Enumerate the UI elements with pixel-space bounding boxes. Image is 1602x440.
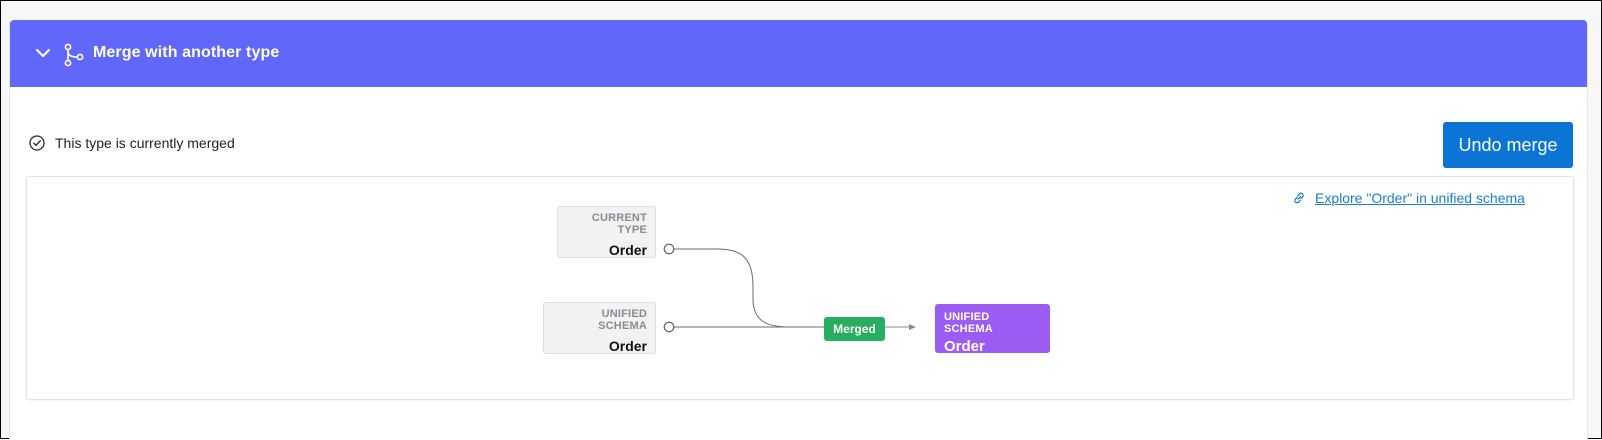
unified-schema-target-node: UNIFIED SCHEMA Order bbox=[935, 304, 1050, 355]
merge-connectors bbox=[663, 243, 916, 333]
node-value: Order bbox=[608, 242, 647, 258]
chevron-down-icon[interactable] bbox=[35, 47, 51, 59]
unified-schema-source-node: UNIFIED SCHEMA Order bbox=[543, 302, 656, 354]
node-label: UNIFIED SCHEMA bbox=[598, 308, 647, 332]
node-label: CURRENT TYPE bbox=[591, 212, 647, 236]
panel-header[interactable]: Merge with another type bbox=[10, 20, 1587, 87]
node-value: Order bbox=[944, 338, 985, 355]
node-label: UNIFIED SCHEMA bbox=[944, 311, 993, 335]
unified-schema-port bbox=[663, 321, 675, 333]
merged-badge: Merged bbox=[824, 317, 885, 341]
undo-merge-button[interactable]: Undo merge bbox=[1443, 122, 1573, 168]
link-icon bbox=[1294, 192, 1304, 204]
check-circle-icon bbox=[29, 135, 45, 151]
merge-status: This type is currently merged bbox=[29, 135, 235, 151]
status-text: This type is currently merged bbox=[55, 135, 235, 151]
explore-link-text[interactable]: Explore "Order" in unified schema bbox=[1315, 190, 1525, 206]
current-type-port bbox=[663, 243, 675, 255]
explore-unified-schema-link[interactable]: Explore "Order" in unified schema bbox=[1292, 190, 1525, 206]
merge-graph: Explore "Order" in unified schema CURREN… bbox=[26, 176, 1574, 400]
node-value: Order bbox=[608, 338, 647, 354]
git-merge-icon bbox=[64, 43, 84, 67]
panel-title: Merge with another type bbox=[93, 44, 280, 61]
current-type-node: CURRENT TYPE Order bbox=[557, 206, 656, 258]
merge-panel: Merge with another type This type is cur… bbox=[9, 20, 1588, 440]
